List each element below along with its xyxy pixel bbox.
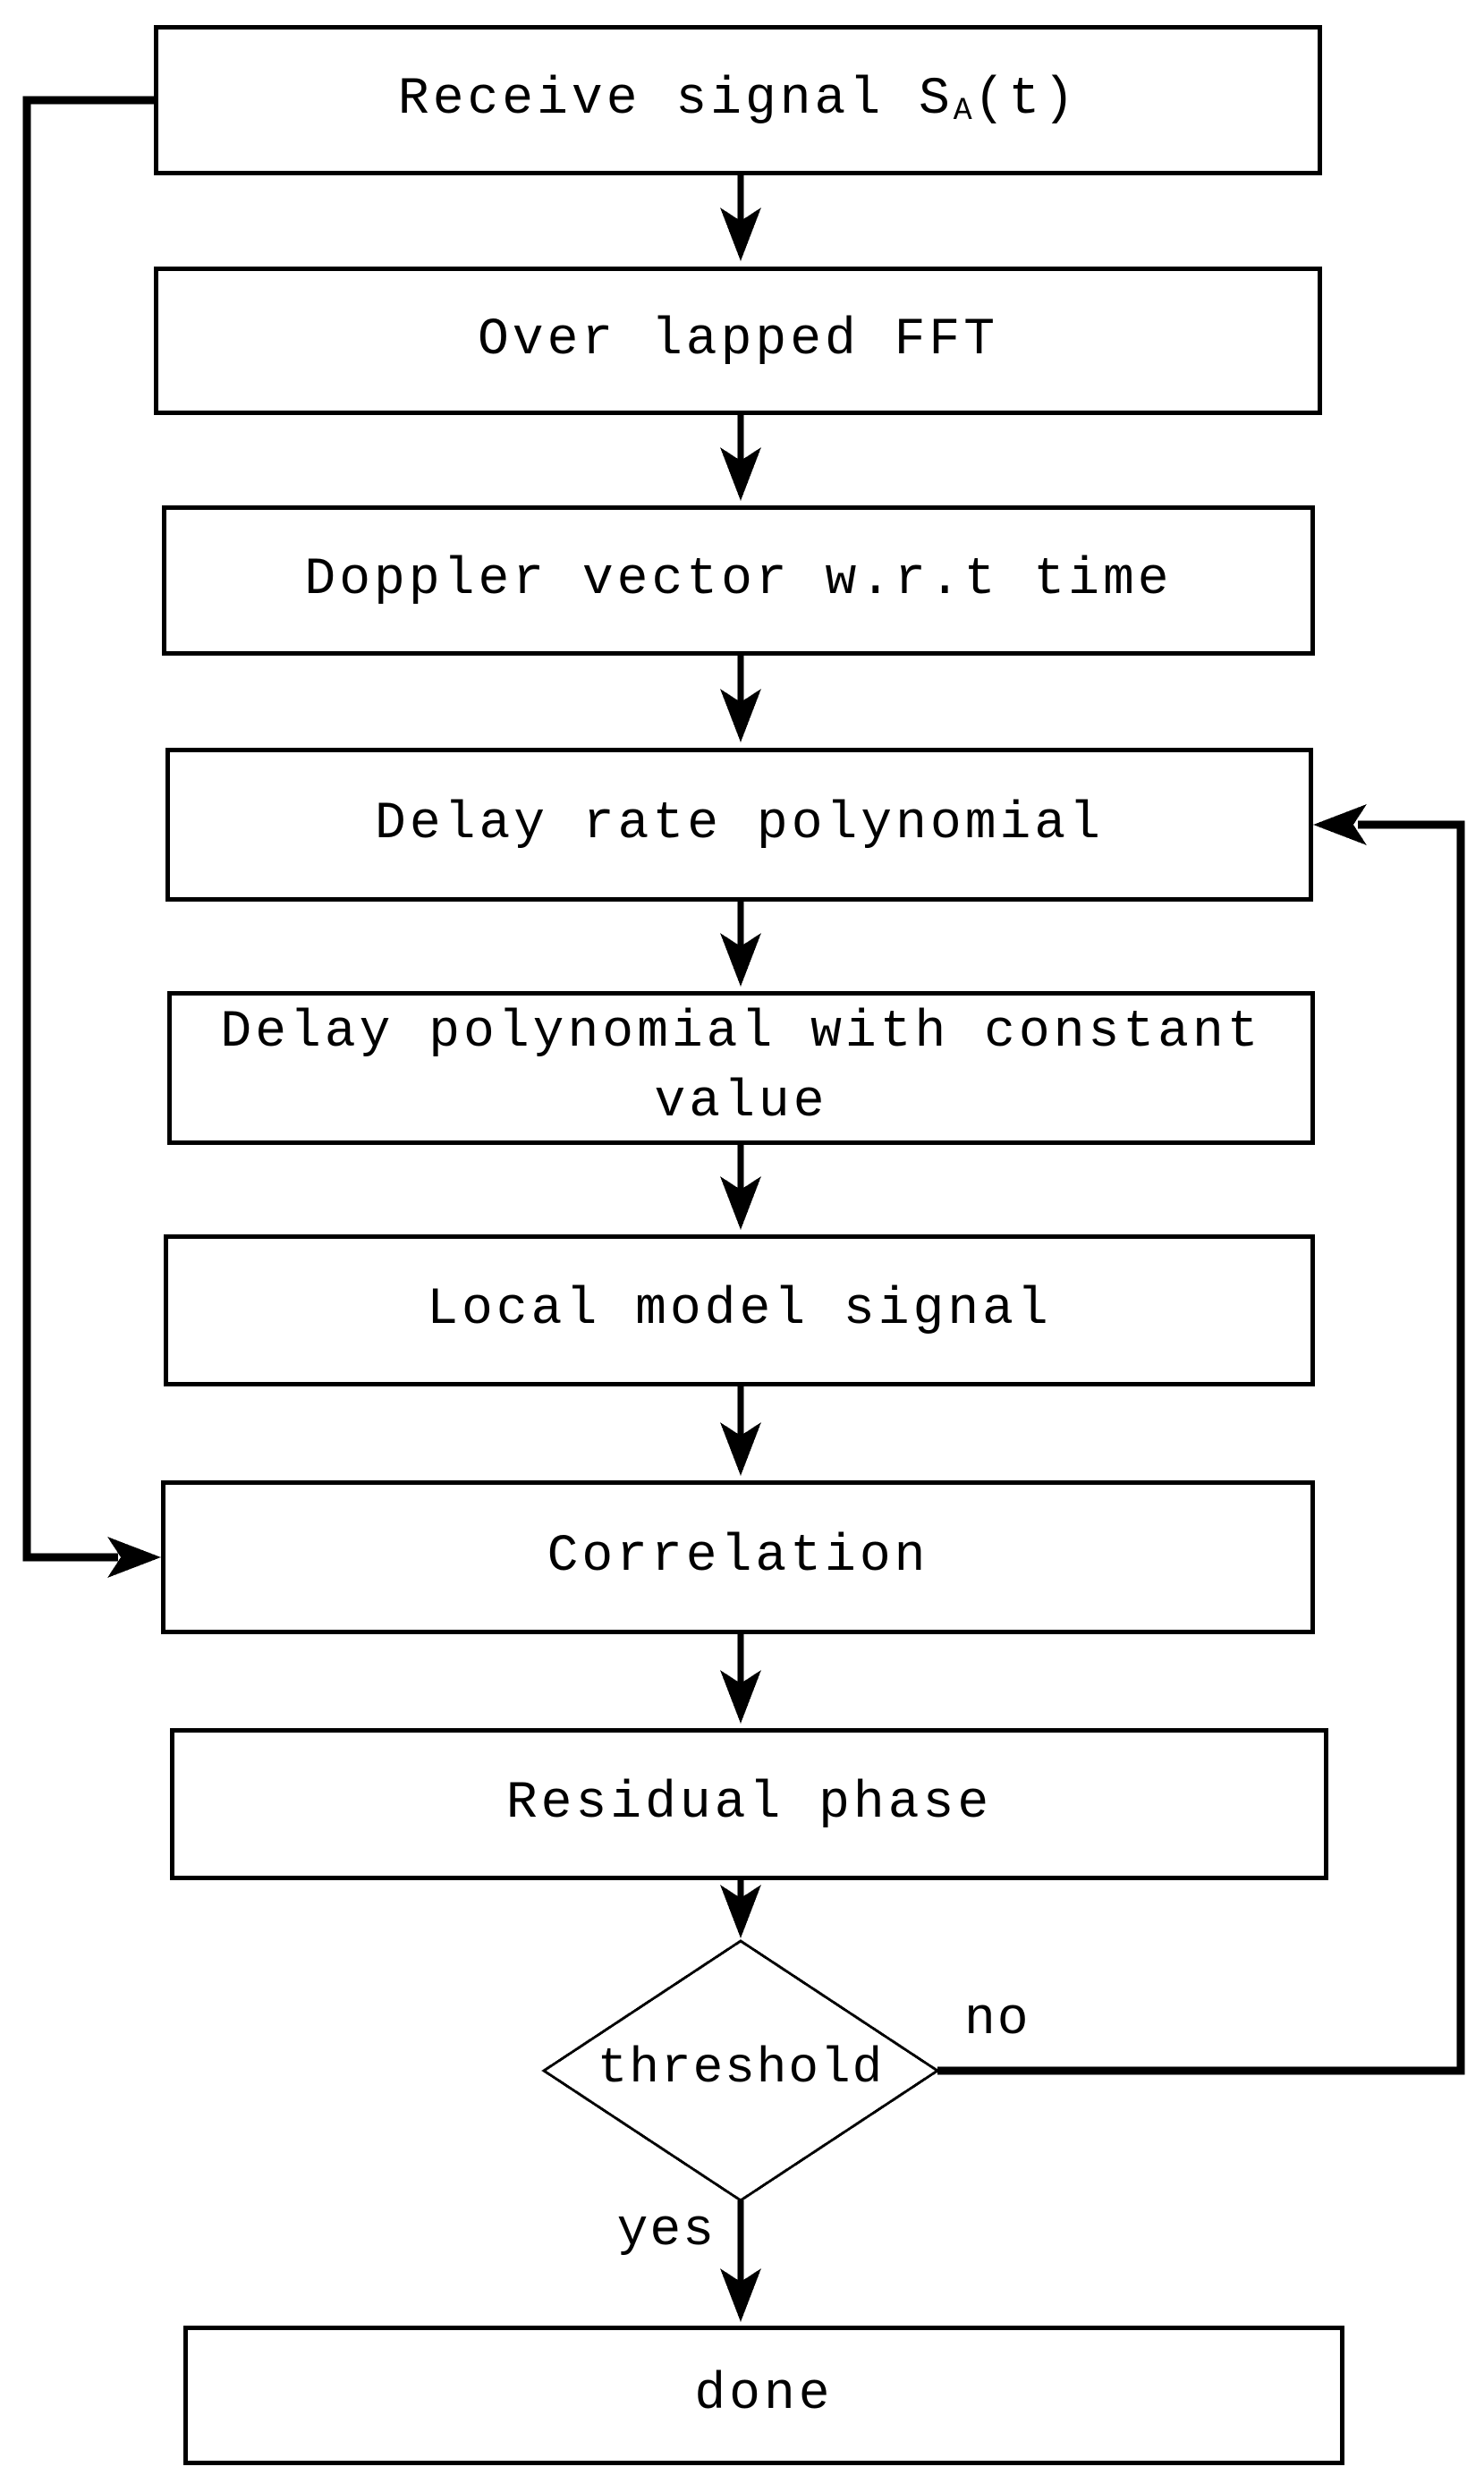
process-box-label-line2: value	[654, 1073, 828, 1132]
decision-label: threshold	[597, 2039, 885, 2097]
process-box-label-line1: Delay polynomial with constant	[220, 1003, 1262, 1062]
process-box-label: Local model signal	[427, 1280, 1052, 1339]
process-box-label: Residual phase	[505, 1774, 993, 1833]
process-box-label: Delay rate polynomial	[375, 794, 1104, 853]
process-box-overlapped-fft: Over lapped FFT	[154, 267, 1322, 415]
process-box-label: Over lapped FFT	[477, 310, 999, 369]
feedback-connector-left	[22, 96, 161, 1578]
flow-arrow-6	[720, 1386, 761, 1476]
process-box-local-model-signal: Local model signal	[164, 1234, 1315, 1386]
feedback-connector-no-path	[937, 804, 1465, 2075]
flow-arrow-4	[720, 902, 761, 987]
edge-label-yes: yes	[616, 2202, 716, 2260]
flow-arrow-1	[720, 175, 761, 261]
flow-arrow-3	[720, 656, 761, 742]
process-box-delay-rate-polynomial: Delay rate polynomial	[165, 748, 1313, 902]
process-box-label: Doppler vector w.r.t time	[304, 550, 1173, 609]
process-box-doppler-vector: Doppler vector w.r.t time	[162, 505, 1315, 656]
process-box-correlation: Correlation	[161, 1480, 1315, 1634]
process-box-label: Correlation	[547, 1527, 929, 1586]
process-box-residual-phase: Residual phase	[170, 1728, 1328, 1880]
flow-arrow-8	[720, 1880, 761, 1938]
process-box-receive-signal: Receive signal SA(t)	[154, 25, 1322, 175]
edge-label-no: no	[964, 1991, 1030, 2049]
process-box-label: Receive signal SA(t)	[397, 70, 1079, 130]
process-box-delay-polynomial-constant: Delay polynomial with constant value	[167, 991, 1315, 1145]
process-box-done: done	[183, 2326, 1344, 2465]
flow-arrow-7	[720, 1634, 761, 1724]
decision-diamond	[541, 1939, 940, 2202]
flow-arrow-5	[720, 1145, 761, 1230]
flow-arrow-yes	[720, 2200, 761, 2322]
flow-arrow-2	[720, 415, 761, 501]
process-box-label: done	[694, 2365, 834, 2424]
